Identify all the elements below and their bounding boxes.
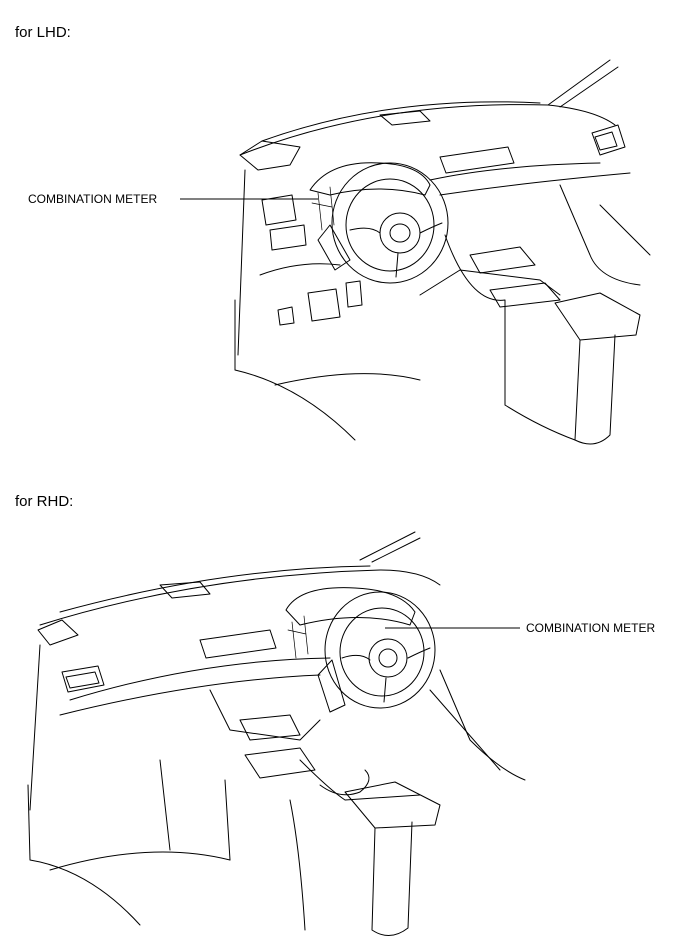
rhd-combination-meter-label: COMBINATION METER: [526, 621, 656, 635]
rhd-dashboard-illustration: [27, 531, 526, 936]
rhd-heading: for RHD:: [15, 493, 74, 510]
lhd-dashboard-illustration: [180, 59, 651, 445]
lhd-combination-meter-label: COMBINATION METER: [28, 192, 158, 206]
lhd-heading: for LHD:: [15, 24, 71, 41]
